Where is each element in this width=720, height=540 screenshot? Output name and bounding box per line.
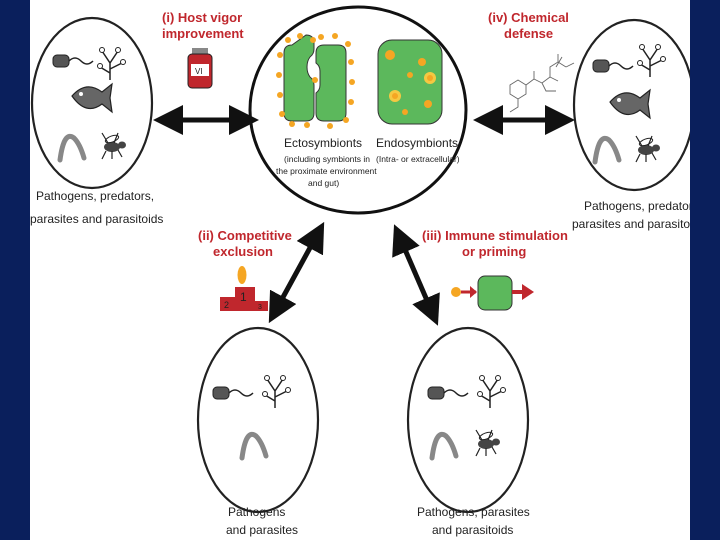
enemy-bottom-right-line2: and parasitoids [432,523,513,537]
worm-icon [239,431,269,461]
competitive-exclusion-title-line2: exclusion [213,244,273,259]
immune-stimulation-title-line1: (iii) Immune stimulation [422,228,568,243]
enemy-right-line1: Pathogens, predators, [584,199,690,213]
host-vigor-title-line1: (i) Host vigor [162,10,242,25]
wasp-icon [475,429,500,457]
ecto-title: Ectosymbionts [284,136,362,150]
fungus-icon [637,44,666,77]
enemy-circle-bottom-left [196,326,320,514]
competitive-exclusion-mechanism: (ii) Competitive exclusion 1 2 3 [198,221,325,324]
bacterium-icon [592,59,634,73]
wasp-icon [635,135,660,163]
bacterium-icon [212,386,254,400]
bacterium-icon [427,386,469,400]
podium-icon: 1 2 3 [220,266,268,311]
podium-second: 2 [224,300,229,310]
slide: Pathogens, predators, parasites and para… [30,0,690,540]
enemy-circle-bottom-right [406,326,530,514]
endo-desc: (Intra- or extracellular) [376,154,460,164]
arrow-immune-stimulation [392,224,440,326]
enemy-left-line2: parasites and parasitoids [30,212,163,226]
symbiont-group: Ectosymbionts (including symbionts in th… [248,5,468,215]
arrow-competitive-exclusion [268,221,325,324]
enemy-bottom-left-line2: and parasites [226,523,298,537]
bacterium-icon [52,54,94,68]
fungus-icon [97,47,126,80]
host-vigor-title-line2: improvement [162,26,244,41]
enemy-group-bottom-right: Pathogens, parasites and parasitoids [406,326,530,537]
enemy-left-line1: Pathogens, predators, [36,189,154,203]
chemical-defense-title-line1: (iv) Chemical [488,10,569,25]
vial-label: VI [195,67,203,76]
fungus-icon [477,375,506,408]
fish-icon [71,82,113,114]
receptor-icon [451,275,534,311]
fish-icon [609,88,651,120]
worm-icon [57,133,87,163]
chemical-defense-title-line2: defense [504,26,553,41]
fungus-icon [262,375,291,408]
vial-icon: VI [187,48,213,89]
enemy-right-line2: parasites and parasitoids [572,217,690,231]
enemy-bottom-left-line1: Pathogens [228,505,285,519]
host-vigor-mechanism: (i) Host vigor improvement VI [153,10,259,135]
worm-icon [592,135,622,165]
symbiont-diagram: Pathogens, predators, parasites and para… [30,5,690,537]
podium-first: 1 [240,290,247,304]
ectosymbiont-cell [276,33,355,129]
enemy-group-left: Pathogens, predators, parasites and para… [30,16,163,226]
podium-third: 3 [258,304,262,311]
enemy-bottom-right-line1: Pathogens, parasites [417,505,530,519]
worm-icon [429,431,459,461]
endo-title: Endosymbionts [376,136,458,150]
immune-stimulation-title-line2: or priming [462,244,526,259]
ecto-desc-line2: the proximate environment [276,166,377,176]
wasp-icon [101,132,126,160]
enemy-group-bottom-left: Pathogens and parasites [196,326,320,537]
immune-stimulation-mechanism: (iii) Immune stimulation or priming [392,224,568,326]
molecule-icon [509,54,575,113]
ecto-desc-line3: and gut) [308,178,339,188]
competitive-exclusion-title-line1: (ii) Competitive [198,228,292,243]
endosymbiont-cell [377,39,443,125]
enemy-circle-left [30,16,154,190]
ecto-desc-line1: (including symbionts in [284,154,370,164]
enemy-group-right: Pathogens, predators, parasites and para… [572,18,690,231]
chemical-defense-mechanism: (iv) Chemical defense [473,10,575,135]
